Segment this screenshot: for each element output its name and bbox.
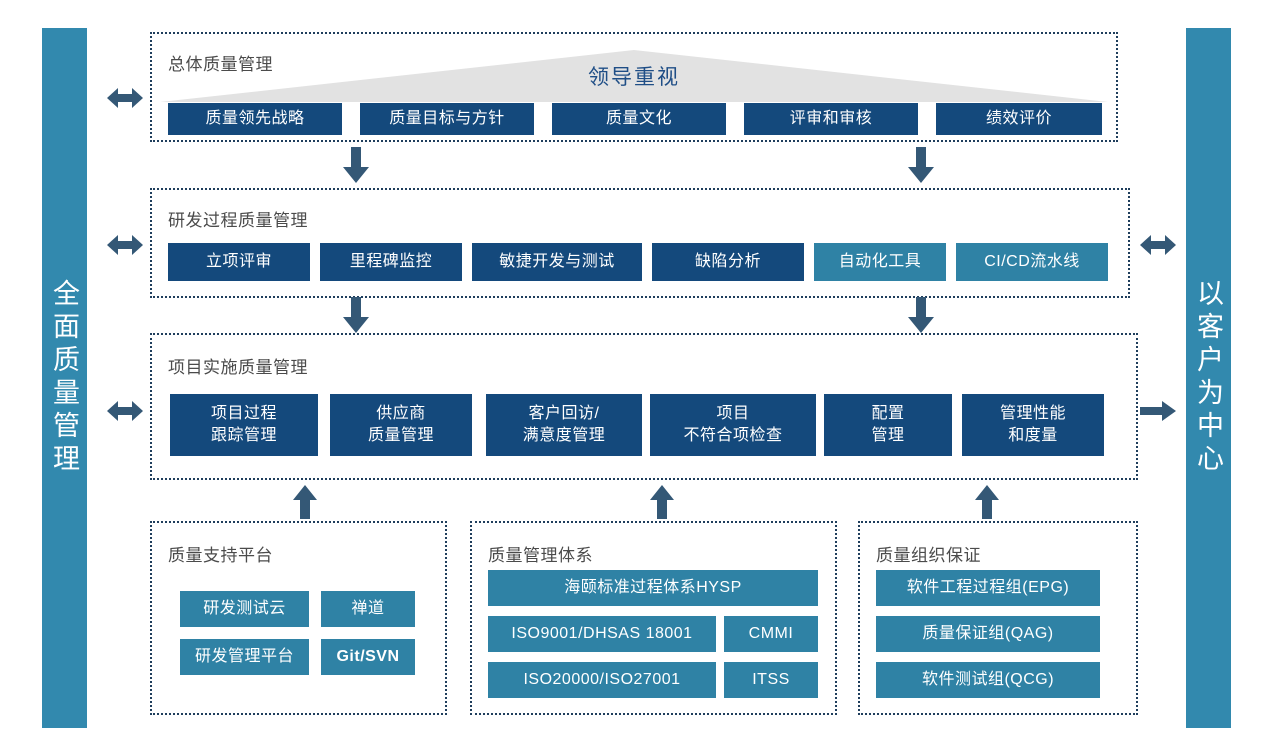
- arrow-left-bidirectional-overall: [107, 87, 143, 109]
- arrow-left-bidirectional-project-implementation: [107, 400, 143, 422]
- arrow-right-bidirectional-rd-process: [1140, 234, 1176, 256]
- arrow-down-overall-to-rd-right: [908, 147, 934, 183]
- pillar-right-customer-centric: 以客户为中心: [1186, 28, 1231, 728]
- chip-project-initiation-review[interactable]: 立项评审: [168, 243, 310, 281]
- chip-automation-tools[interactable]: 自动化工具: [814, 243, 946, 281]
- chip-quality-culture[interactable]: 质量文化: [552, 103, 726, 135]
- chip-rd-management-platform[interactable]: 研发管理平台: [180, 639, 309, 675]
- chip-supplier-quality-management[interactable]: 供应商 质量管理: [330, 394, 472, 456]
- chip-customer-revisit-satisfaction-management[interactable]: 客户回访/ 满意度管理: [486, 394, 642, 456]
- panel-title-quality-management-system: 质量管理体系: [488, 546, 593, 565]
- chip-iso9001-dhsas18001[interactable]: ISO9001/DHSAS 18001: [488, 616, 716, 652]
- arrow-down-rd-to-project-left: [343, 297, 369, 333]
- chip-epg-software-engineering-process-group[interactable]: 软件工程过程组(EPG): [876, 570, 1100, 606]
- arrow-down-rd-to-project-right: [908, 297, 934, 333]
- chip-defect-analysis[interactable]: 缺陷分析: [652, 243, 804, 281]
- leadership-triangle: 领导重视: [160, 50, 1108, 102]
- chip-review-and-audit[interactable]: 评审和审核: [744, 103, 918, 135]
- chip-cmmi[interactable]: CMMI: [724, 616, 818, 652]
- arrow-up-management-system-to-project: [650, 485, 674, 519]
- chip-configuration-management[interactable]: 配置 管理: [824, 394, 952, 456]
- arrow-down-overall-to-rd-left: [343, 147, 369, 183]
- chip-rd-test-cloud[interactable]: 研发测试云: [180, 591, 309, 627]
- chip-milestone-monitoring[interactable]: 里程碑监控: [320, 243, 462, 281]
- chip-project-nonconformity-inspection[interactable]: 项目 不符合项检查: [650, 394, 816, 456]
- chip-project-process-tracking-management[interactable]: 项目过程 跟踪管理: [170, 394, 318, 456]
- chip-quality-goals-and-policy[interactable]: 质量目标与方针: [360, 103, 534, 135]
- arrow-up-organization-assurance-to-project: [975, 485, 999, 519]
- section-title-project-implementation-quality-management: 项目实施质量管理: [168, 358, 308, 377]
- chip-git-svn[interactable]: Git/SVN: [321, 639, 415, 675]
- chip-itss[interactable]: ITSS: [724, 662, 818, 698]
- arrow-up-support-platform-to-project: [293, 485, 317, 519]
- chip-qcg-software-testing-group[interactable]: 软件测试组(QCG): [876, 662, 1100, 698]
- section-title-rd-process-quality-management: 研发过程质量管理: [168, 211, 308, 230]
- panel-title-quality-organization-assurance: 质量组织保证: [876, 546, 981, 565]
- chip-qag-quality-assurance-group[interactable]: 质量保证组(QAG): [876, 616, 1100, 652]
- chip-zentao[interactable]: 禅道: [321, 591, 415, 627]
- chip-hysp-standard-process-system[interactable]: 海颐标准过程体系HYSP: [488, 570, 818, 606]
- pillar-left-total-quality-management: 全面质量管理: [42, 28, 87, 728]
- chip-quality-leading-strategy[interactable]: 质量领先战略: [168, 103, 342, 135]
- chip-agile-development-and-testing[interactable]: 敏捷开发与测试: [472, 243, 642, 281]
- arrow-left-bidirectional-rd-process: [107, 234, 143, 256]
- chip-management-performance-and-measurement[interactable]: 管理性能 和度量: [962, 394, 1104, 456]
- chip-cicd-pipeline[interactable]: CI/CD流水线: [956, 243, 1108, 281]
- chip-iso20000-iso27001[interactable]: ISO20000/ISO27001: [488, 662, 716, 698]
- arrow-right-unidirectional-project-implementation: [1140, 400, 1176, 422]
- panel-title-quality-support-platform: 质量支持平台: [168, 546, 273, 565]
- section-title-overall-quality-management: 总体质量管理: [168, 55, 273, 74]
- leadership-banner-label: 领导重视: [588, 66, 680, 89]
- chip-performance-evaluation[interactable]: 绩效评价: [936, 103, 1102, 135]
